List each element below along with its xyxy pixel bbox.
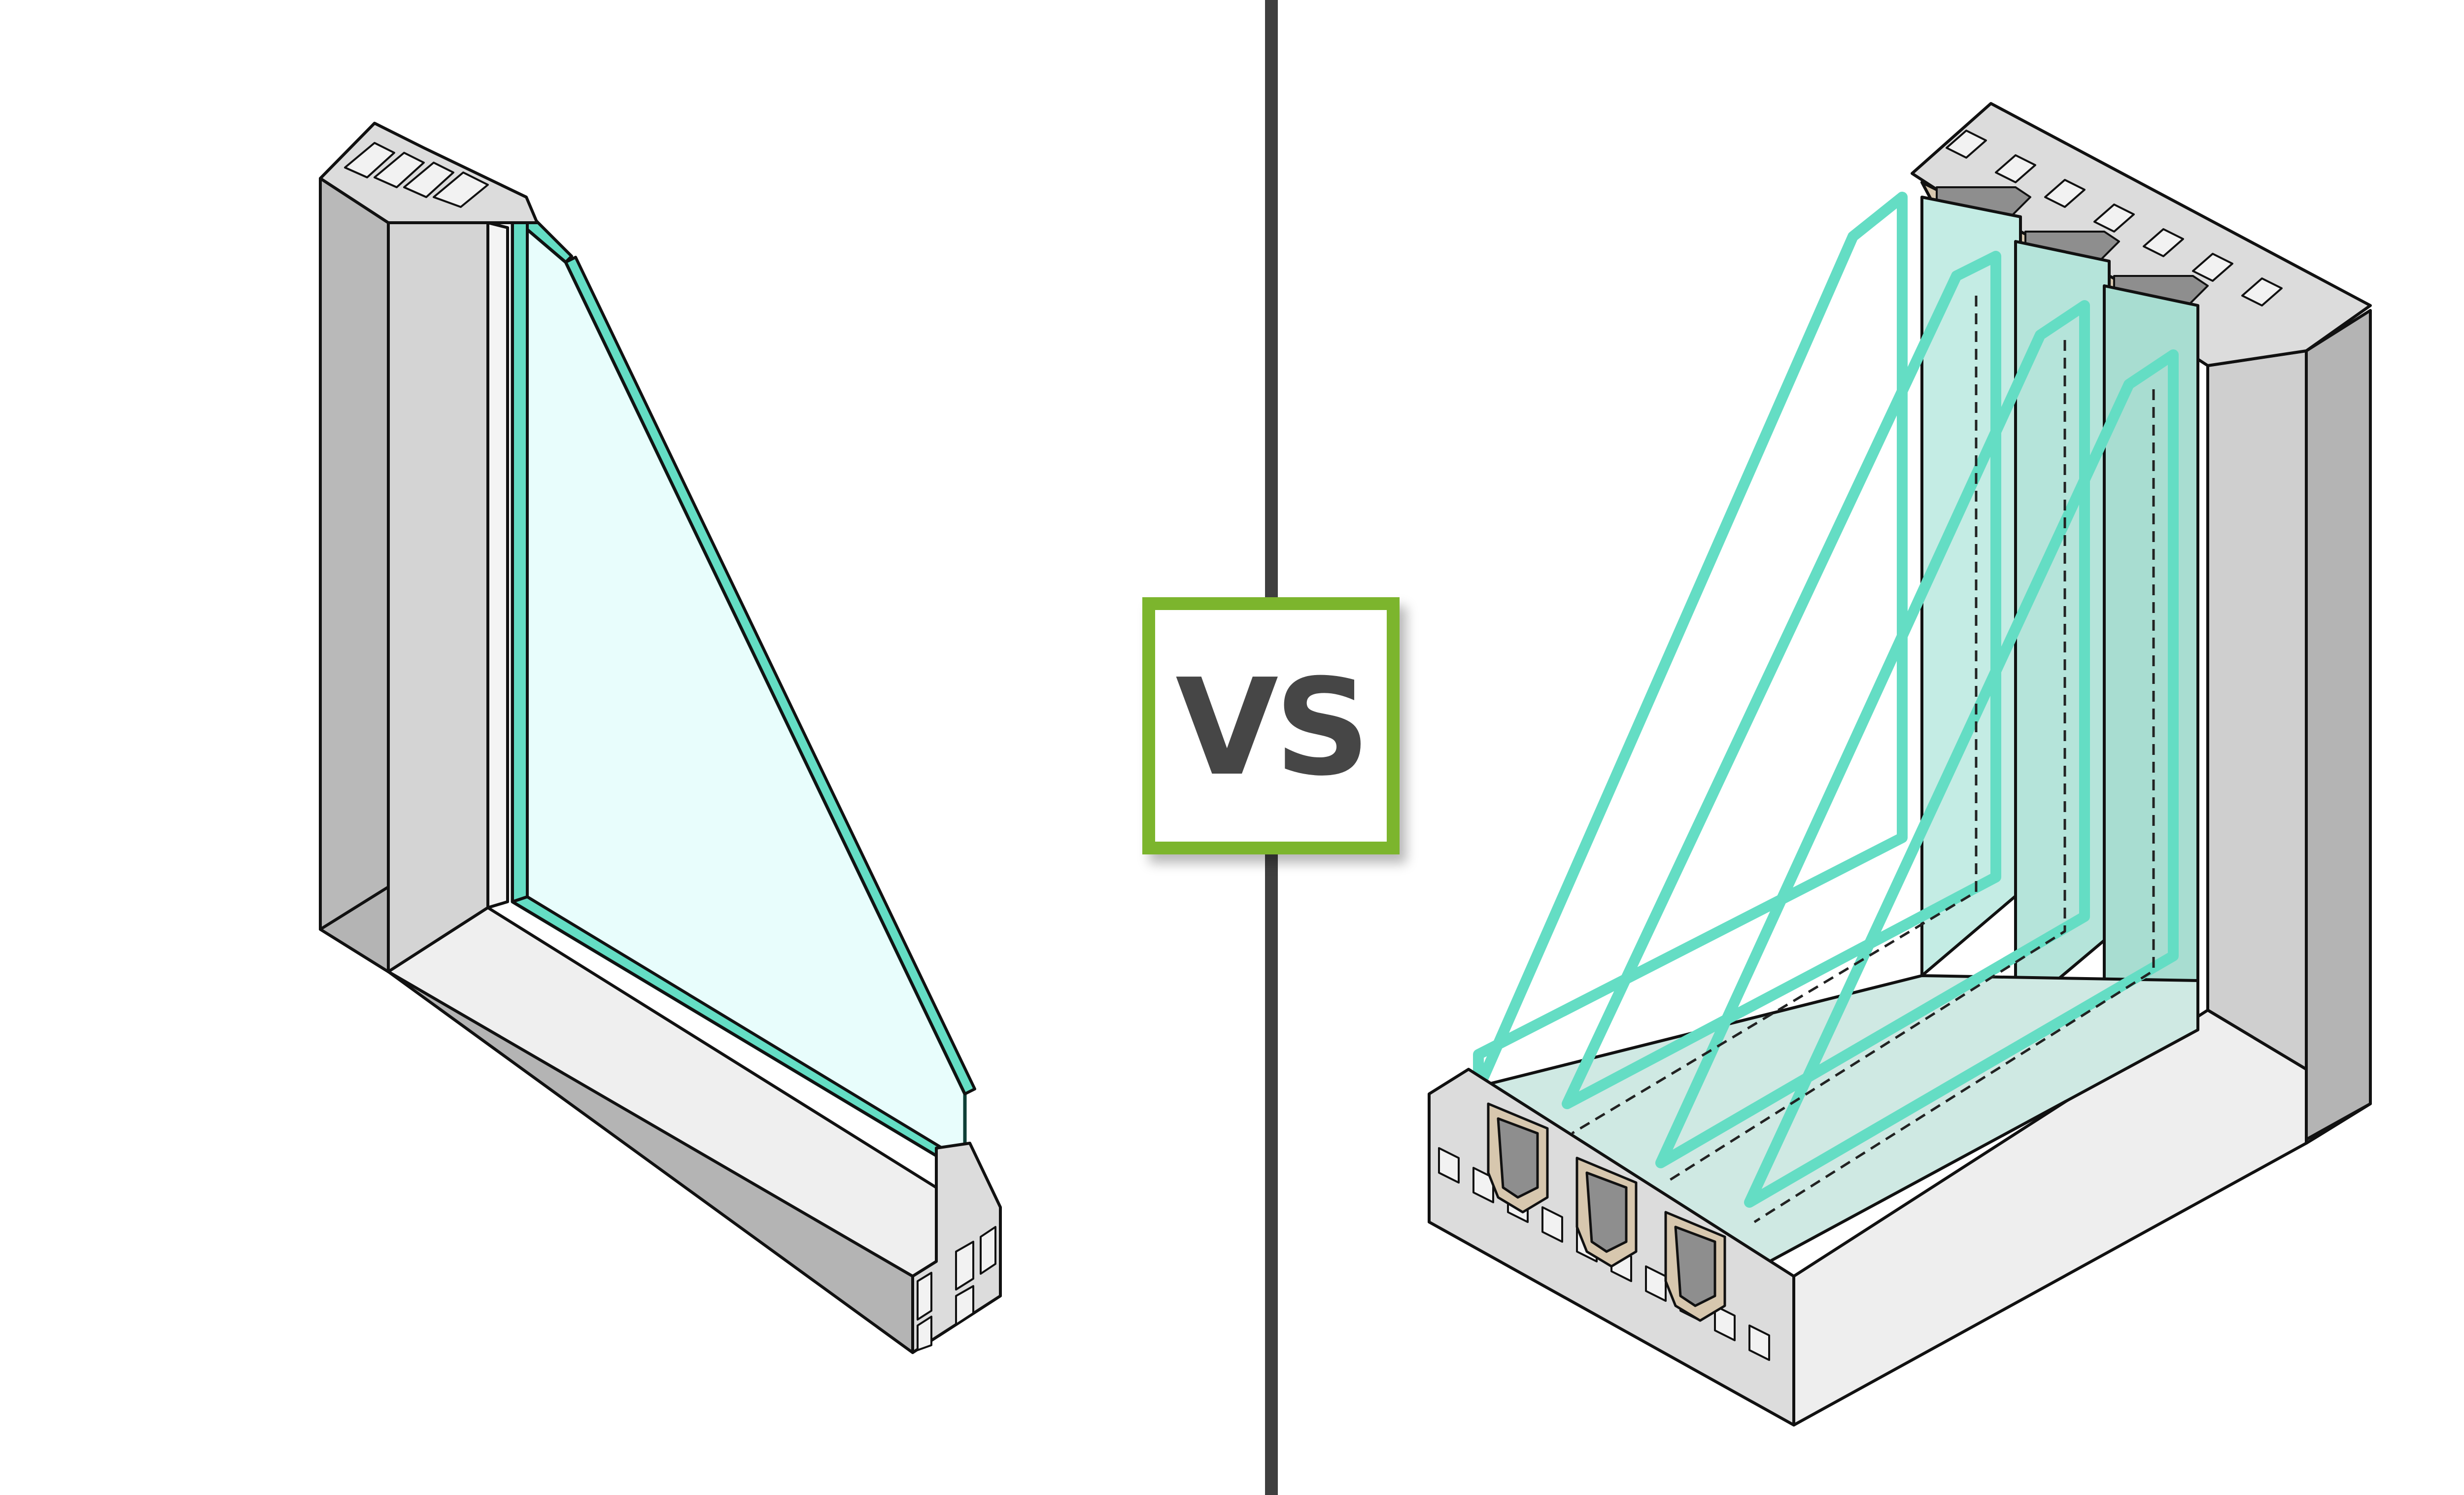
- vs-badge: VS: [1142, 597, 1400, 854]
- frame-vertical-face: [387, 221, 489, 973]
- frame-vertical-face: [2206, 349, 2308, 1071]
- glass-pane-middle-2: [1655, 300, 2090, 1168]
- triple-pane-window: [1428, 102, 2372, 1427]
- frame-side-face: [319, 177, 390, 973]
- glass-stop: [486, 221, 509, 909]
- frame-bottom-chambers: [917, 1226, 996, 1351]
- single-pane-window: [319, 122, 1002, 1354]
- frame-side-face: [2305, 309, 2372, 1145]
- glass-pane-outer: [1473, 192, 1908, 1094]
- glass-pane-middle-1: [1562, 251, 2001, 1109]
- frame-top-chambers: [344, 142, 489, 208]
- vs-label: VS: [1175, 650, 1370, 805]
- glass-edge-left: [511, 215, 529, 903]
- glass-pane-inner: [1744, 349, 2179, 1208]
- frame-top-chambers: [1946, 130, 2283, 306]
- glass-edge-diagonal: [564, 256, 976, 1095]
- bottom-spacers: [1487, 1102, 1726, 1322]
- coating-lines: [1571, 296, 2155, 1223]
